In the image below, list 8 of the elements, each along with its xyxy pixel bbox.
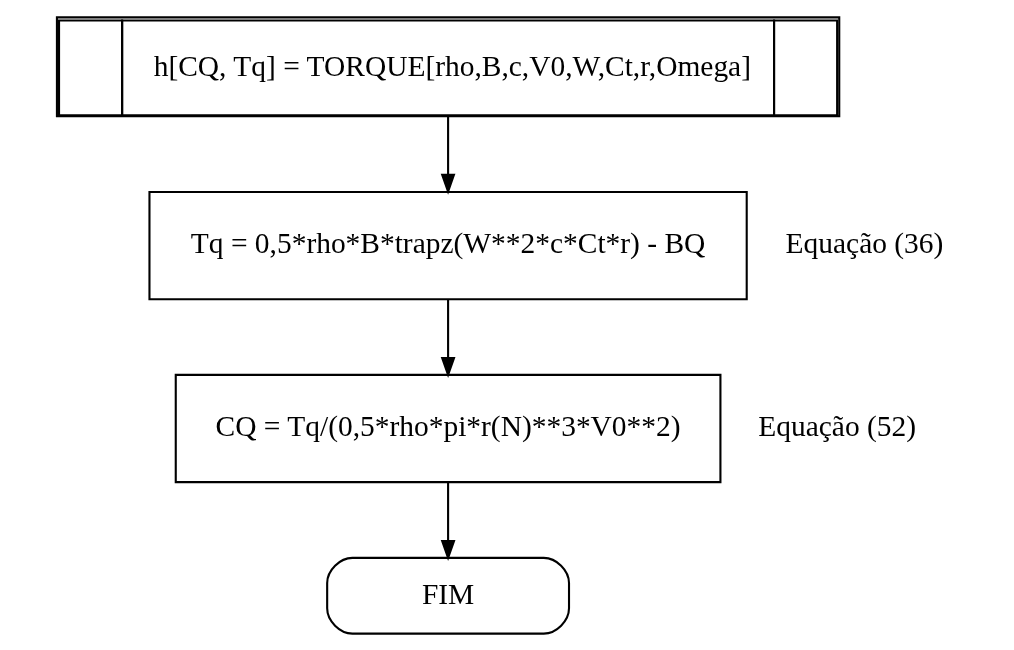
arrow — [440, 116, 455, 195]
node-label: Equação (52) — [757, 409, 916, 442]
node-box: Tq = 0,5*rho*B*trapz(W**2*c*Ct*r) - BQ — [147, 190, 748, 300]
arrow — [440, 481, 455, 561]
arrow — [440, 298, 455, 378]
node-box: FIM — [325, 556, 570, 635]
node-label: Equação (36) — [785, 226, 943, 259]
node-box: CQ = Tq/(0,5*rho*pi*r(N)**3*V0**2) — [174, 373, 721, 483]
